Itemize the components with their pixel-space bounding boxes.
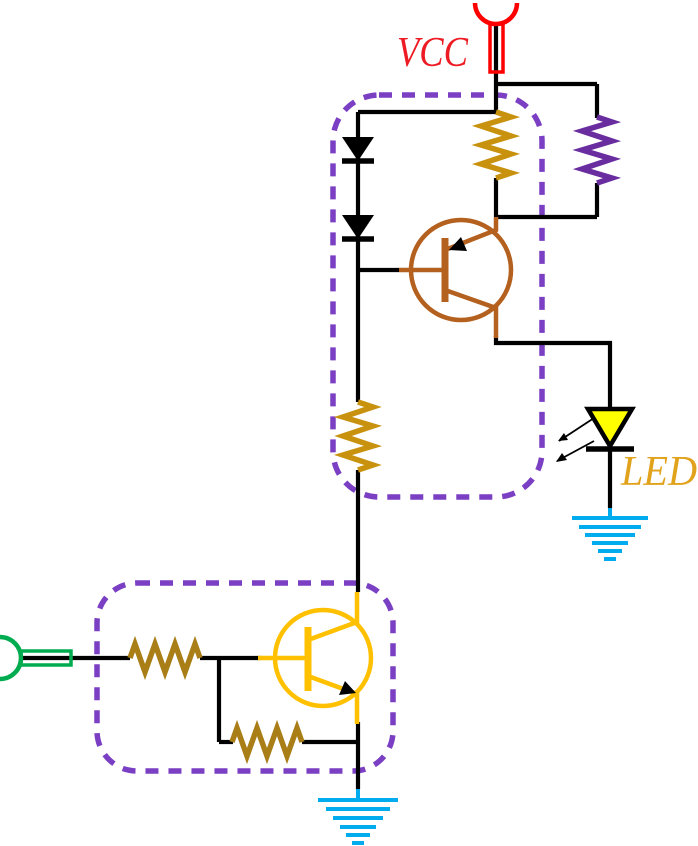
transistor-emitter-lead (307, 673, 360, 724)
led-triangle (584, 406, 636, 451)
transistor-collector-lead (307, 592, 360, 643)
upper-module-dashed-box (330, 92, 545, 500)
wires (21, 24, 613, 789)
input-terminal-icon (0, 634, 73, 682)
transistor-pnp-icon (399, 217, 514, 338)
diode-icon (342, 215, 374, 242)
diode-triangle (342, 215, 374, 239)
transistor-pnp-arrow (449, 237, 467, 251)
vcc-arc (472, 2, 520, 27)
vcc-pin-bar (488, 22, 505, 74)
ground-icon (318, 789, 398, 845)
input-pin-bar (19, 649, 73, 667)
led-diode-icon (556, 406, 636, 462)
vcc-label: VCC (397, 30, 469, 76)
led-ray-arrowhead (556, 453, 567, 462)
led-label: LED (620, 449, 697, 495)
transistor-npn-icon (258, 592, 374, 724)
resistor-middle-gold (333, 399, 383, 473)
resistor-upper-gold (471, 109, 521, 181)
wire-segment (493, 336, 613, 410)
diode-triangle (342, 137, 374, 161)
transistor-npn-arrow (339, 681, 356, 695)
input-arc (0, 634, 24, 682)
transistor-collector-lead (444, 287, 499, 338)
resistor-purple (572, 114, 622, 186)
diode-icon (342, 137, 374, 164)
resistor-base-emitter (229, 719, 305, 765)
led-ray-arrowhead (558, 433, 568, 441)
lower-module-dashed-box (94, 580, 396, 774)
vcc-power-port-icon (472, 2, 520, 74)
ground-icon (572, 508, 648, 561)
resistor-input-base (127, 635, 203, 681)
